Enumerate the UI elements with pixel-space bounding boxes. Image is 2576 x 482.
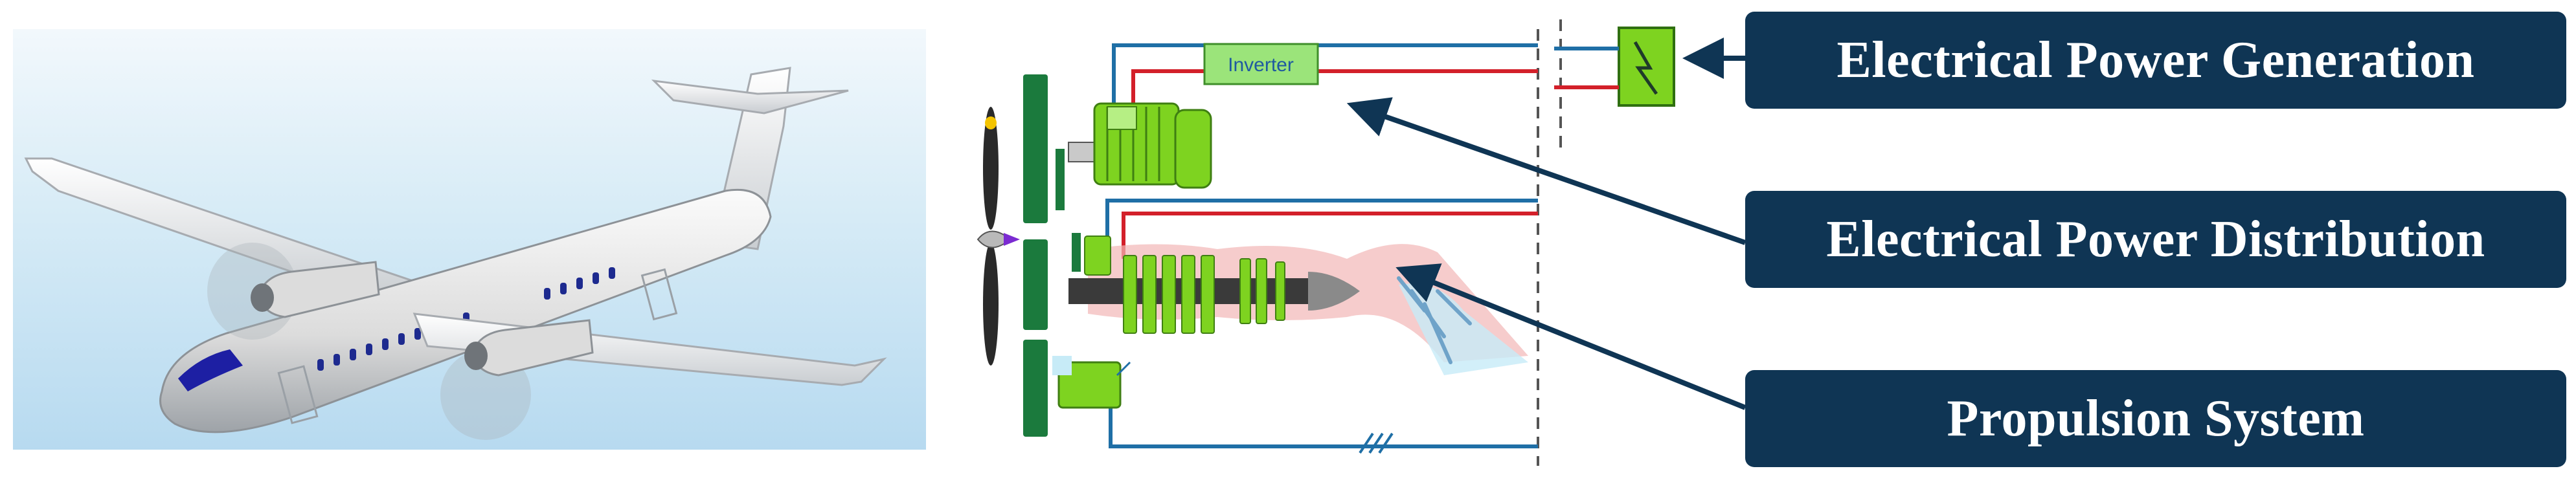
gas-turbine-engine-icon — [1068, 236, 1528, 375]
gearbox-bar-bottom — [1023, 340, 1048, 437]
aircraft-icon — [24, 67, 887, 440]
aircraft-illustration — [13, 29, 926, 450]
label-distribution-text: Electrical Power Distribution — [1826, 210, 2485, 268]
electric-motor-icon — [1068, 102, 1212, 189]
label-propulsion-system: Propulsion System — [1745, 370, 2566, 467]
gearbox-bar-top — [1023, 74, 1048, 223]
wire-blue-bottom — [1109, 401, 1538, 448]
auxiliary-motor-icon — [1052, 356, 1131, 409]
gearbox-bar-mid — [1023, 239, 1048, 330]
generator-icon — [1580, 27, 1675, 107]
label-generation-text: Electrical Power Generation — [1836, 31, 2475, 89]
wire-blue-top — [1112, 43, 1538, 110]
wire-red-top — [1131, 69, 1538, 110]
inverter-box — [1203, 43, 1319, 85]
label-electrical-power-distribution: Electrical Power Distribution — [1745, 191, 2566, 288]
propeller-icon — [977, 107, 1020, 366]
label-electrical-power-generation: Electrical Power Generation — [1745, 12, 2566, 109]
propulsion-schematic: Inverter — [945, 0, 1593, 479]
inverter-label: Inverter — [1228, 54, 1294, 76]
label-propulsion-text: Propulsion System — [1947, 389, 2365, 447]
